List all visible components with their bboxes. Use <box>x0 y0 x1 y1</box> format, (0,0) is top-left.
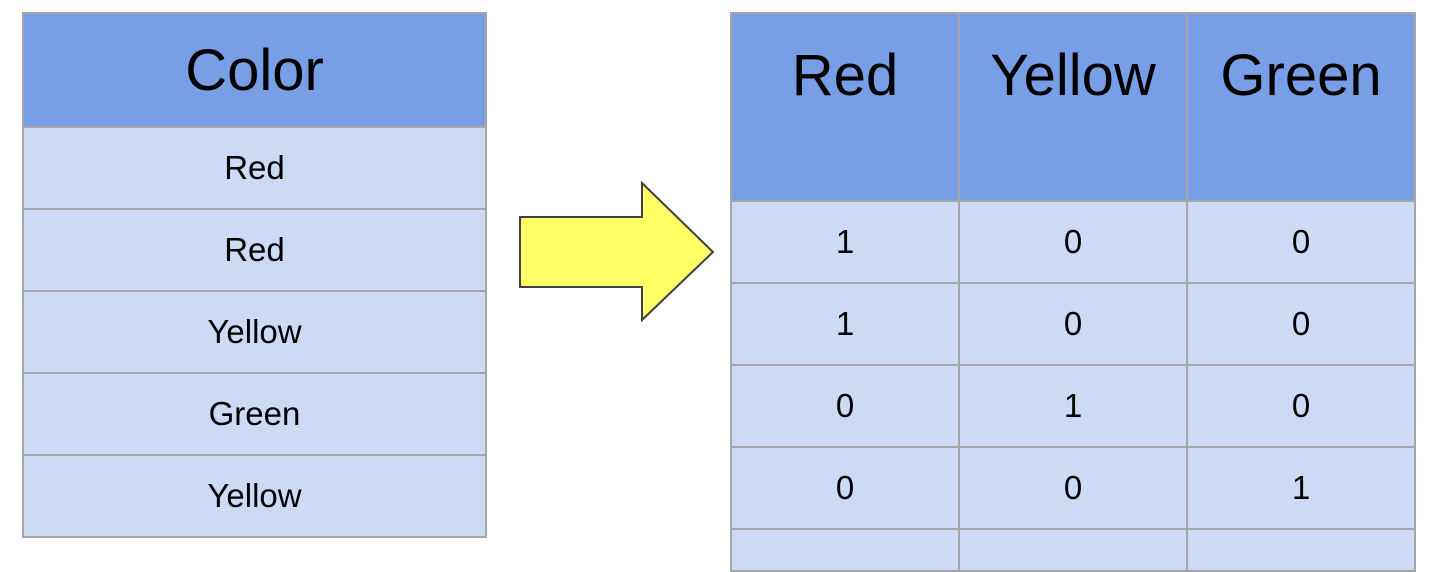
encoded-cell: 0 <box>958 446 1188 530</box>
one-hot-encoded-table: Red Yellow Green 1 0 0 1 0 0 0 1 0 0 0 1 <box>730 12 1416 572</box>
color-cell: Yellow <box>22 290 487 374</box>
right-arrow-icon <box>519 180 715 323</box>
encoded-cell: 0 <box>1186 200 1416 284</box>
color-cell: Yellow <box>22 454 487 538</box>
yellow-column-header: Yellow <box>958 12 1188 202</box>
color-cell: Red <box>22 208 487 292</box>
red-column-header: Red <box>730 12 960 202</box>
table-row: Red <box>22 126 487 210</box>
color-column-header: Color <box>22 12 487 128</box>
encoded-cell: 1 <box>1186 446 1416 530</box>
table-row: 0 0 1 <box>730 446 1416 530</box>
table-row: 0 1 0 <box>730 364 1416 448</box>
table-row-partial <box>730 528 1416 572</box>
encoded-cell: 1 <box>958 364 1188 448</box>
table-row: 1 0 0 <box>730 282 1416 366</box>
table-row: 1 0 0 <box>730 200 1416 284</box>
header-row: Color <box>22 12 487 128</box>
encoded-cell: 0 <box>1186 364 1416 448</box>
encoded-cell: 1 <box>730 282 960 366</box>
arrow-shape <box>519 180 715 323</box>
encoded-cell <box>958 528 1188 572</box>
encoded-cell <box>730 528 960 572</box>
encoded-cell: 0 <box>1186 282 1416 366</box>
color-cell: Green <box>22 372 487 456</box>
green-column-header: Green <box>1186 12 1416 202</box>
encoded-cell: 1 <box>730 200 960 284</box>
table-row: Red <box>22 208 487 292</box>
color-cell: Red <box>22 126 487 210</box>
encoded-cell: 0 <box>730 446 960 530</box>
table-row: Green <box>22 372 487 456</box>
table-row: Yellow <box>22 454 487 538</box>
color-input-table: Color Red Red Yellow Green Yellow <box>22 12 487 538</box>
encoded-cell: 0 <box>958 282 1188 366</box>
encoded-cell <box>1186 528 1416 572</box>
encoded-cell: 0 <box>730 364 960 448</box>
table-row: Yellow <box>22 290 487 374</box>
header-row: Red Yellow Green <box>730 12 1416 202</box>
encoded-cell: 0 <box>958 200 1188 284</box>
